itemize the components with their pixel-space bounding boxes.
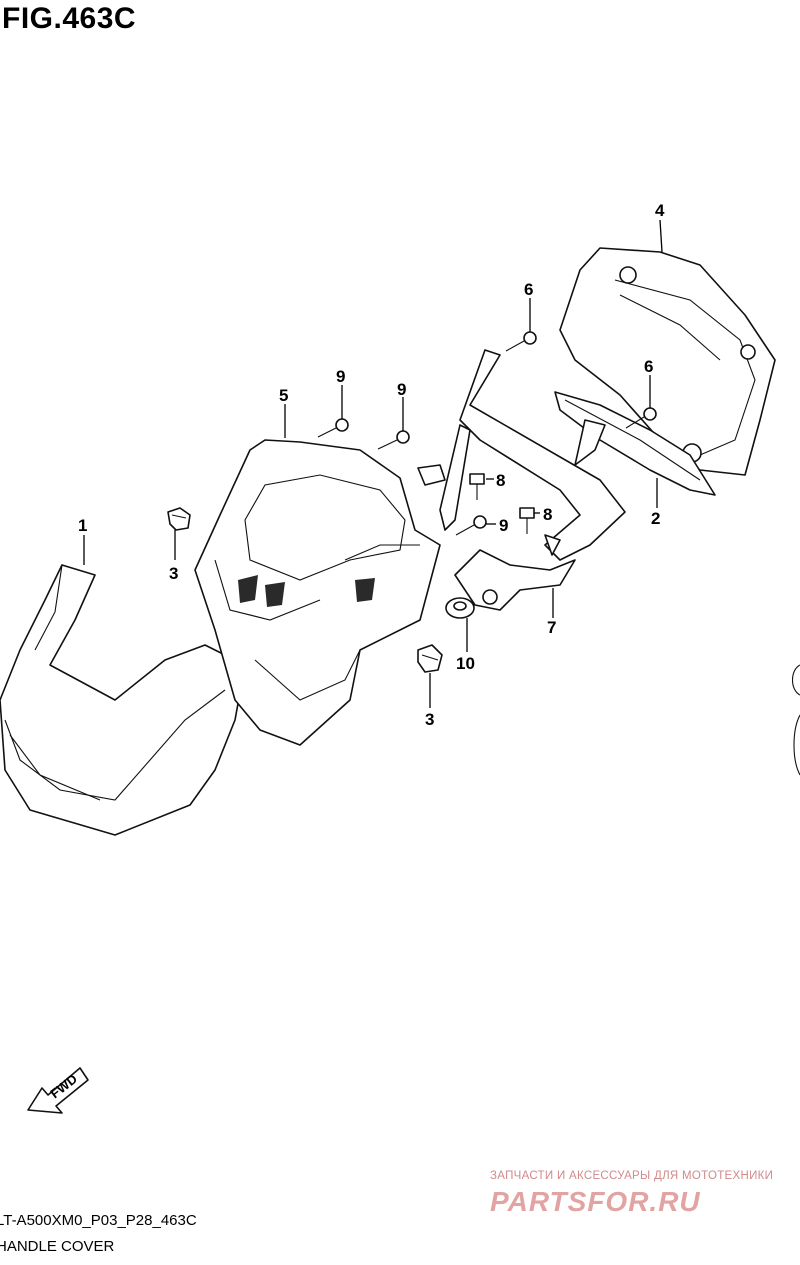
- callout-9-right: 9: [397, 380, 406, 399]
- callout-3-upper: 3: [169, 564, 178, 583]
- watermark-tagline: ЗАПЧАСТИ И АКСЕССУАРЫ ДЛЯ МОТОТЕХНИКИ: [490, 1170, 774, 1182]
- part-2-panel: [554, 391, 716, 496]
- callout-6-upper: 6: [524, 280, 533, 299]
- callout-9-center: 9: [499, 516, 508, 535]
- callout-8-lower: 8: [543, 505, 552, 524]
- callout-2: 2: [651, 509, 660, 528]
- part-9-screw-b: [377, 430, 410, 450]
- callout-6-lower: 6: [644, 357, 653, 376]
- footer-section-name: HANDLE COVER: [0, 1238, 115, 1255]
- callout-3-lower: 3: [425, 710, 434, 729]
- footer-figure-code: LT-A500XM0_P03_P28_463C: [0, 1212, 197, 1229]
- callout-8-upper: 8: [496, 471, 505, 490]
- part-4-meter-housing: [559, 247, 776, 476]
- part-8-bolt-b: [519, 507, 535, 534]
- watermark-brand: PARTSFOR.RU: [490, 1186, 701, 1217]
- part-1-outer-cover: [0, 564, 246, 836]
- callout-7: 7: [547, 618, 556, 637]
- part-9-screw-c: [455, 515, 487, 536]
- part-9-screw-a: [317, 418, 349, 438]
- edge-fragment-lower: [793, 714, 800, 776]
- part-6-screw-a: [505, 331, 537, 352]
- edge-fragment-upper: [791, 664, 800, 696]
- leader-lines: [83, 219, 663, 708]
- part-5-inner-cover: [194, 439, 441, 746]
- figure-title: FIG.463C: [2, 2, 137, 35]
- callout-5: 5: [279, 386, 288, 405]
- part-10-grommet: [445, 597, 475, 619]
- part-3-clip-upper: [167, 507, 191, 531]
- callout-4: 4: [655, 201, 665, 220]
- callout-10: 10: [456, 654, 475, 673]
- forward-direction-arrow: FWD: [27, 1067, 89, 1114]
- callout-9-left: 9: [336, 367, 345, 386]
- part-8-bolt-a: [469, 473, 485, 500]
- part-6-screw-b: [625, 407, 657, 429]
- part-7-bracket: [417, 349, 626, 611]
- callout-1: 1: [78, 516, 87, 535]
- part-3-clip-lower: [417, 644, 443, 673]
